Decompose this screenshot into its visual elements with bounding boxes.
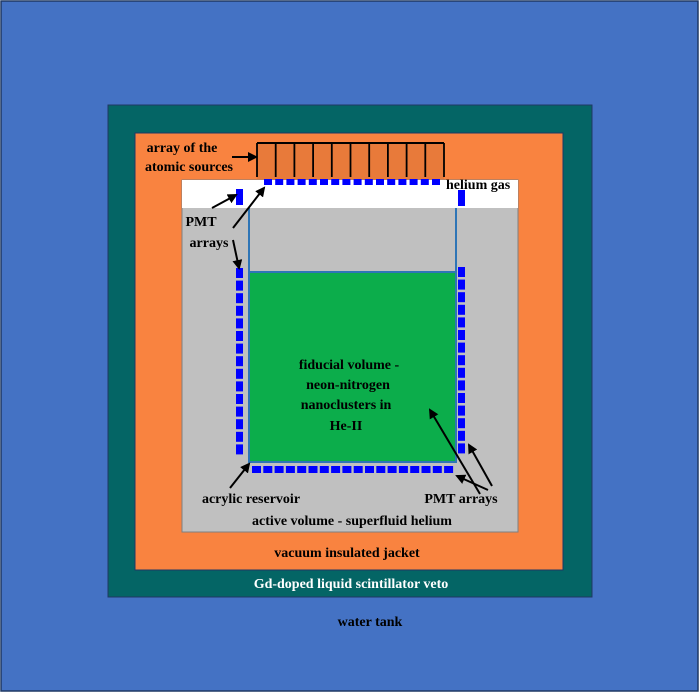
pmt-module	[376, 179, 384, 185]
label-fiducial-line2: neon-nitrogen	[306, 378, 390, 393]
pmt-module	[458, 279, 465, 290]
pmt-module	[264, 179, 272, 185]
pmt-module	[236, 356, 243, 367]
label-reservoir: acrylic reservoir	[202, 492, 300, 507]
pmt-module	[236, 305, 243, 316]
pmt-module	[236, 368, 243, 379]
pmt-module	[236, 343, 243, 354]
pmt-single-right	[458, 190, 465, 206]
pmt-array-bottom	[252, 466, 454, 473]
pmt-module	[458, 418, 465, 429]
pmt-single-left	[236, 189, 243, 205]
pmt-module	[387, 179, 396, 185]
pmt-module	[236, 431, 243, 442]
pmt-module	[458, 443, 465, 454]
label-water-tank: water tank	[338, 615, 403, 630]
pmt-module	[387, 466, 397, 473]
pmt-module	[458, 330, 465, 340]
pmt-module	[308, 179, 317, 185]
pmt-module	[275, 179, 284, 185]
pmt-array-right	[458, 267, 465, 454]
pmt-module	[342, 179, 351, 185]
pmt-module	[308, 466, 318, 473]
pmt-module	[458, 304, 465, 315]
arrow-pmt-top-3	[232, 239, 243, 270]
pmt-module	[398, 179, 407, 185]
pmt-module	[263, 466, 273, 473]
pmt-array-left	[236, 268, 243, 455]
pmt-module	[398, 466, 408, 473]
pmt-module	[432, 179, 440, 185]
label-fiducial-line1: fiducial volume -	[299, 358, 400, 373]
pmt-module	[319, 466, 329, 473]
pmt-module	[458, 393, 465, 403]
pmt-module	[365, 466, 374, 473]
atomic-sources-array	[256, 142, 445, 179]
pmt-module	[410, 466, 420, 473]
pmt-module	[297, 466, 307, 473]
pmt-module	[353, 466, 363, 473]
pmt-module	[342, 466, 352, 473]
pmt-module	[286, 179, 295, 185]
pmt-module	[236, 444, 243, 455]
pmt-array-top	[264, 179, 440, 185]
pmt-module	[432, 466, 442, 473]
pmt-module	[236, 406, 243, 417]
arrow-pmt-top-2	[232, 186, 266, 229]
arrow-reservoir	[229, 462, 251, 489]
pmt-module	[331, 179, 340, 185]
pmt-module	[458, 380, 465, 391]
pmt-module	[297, 179, 306, 185]
pmt-module	[236, 268, 243, 278]
pmt-module	[331, 466, 341, 473]
pmt-module	[458, 367, 465, 378]
pmt-module	[236, 280, 243, 291]
label-sources-line1: array of the	[147, 141, 218, 156]
pmt-module	[364, 179, 373, 185]
pmt-module	[236, 419, 243, 430]
pmt-module	[236, 318, 243, 329]
fiducial-volume-region	[248, 271, 457, 463]
label-pmt-top-line2: arrays	[190, 236, 229, 251]
pmt-module	[353, 179, 362, 185]
label-active-volume: active volume - superfluid helium	[252, 514, 452, 529]
pmt-module	[458, 430, 465, 441]
label-helium-gas: helium gas	[446, 178, 511, 193]
pmt-module	[444, 466, 454, 473]
pmt-module	[409, 179, 418, 185]
pmt-module	[236, 293, 243, 304]
pmt-module	[458, 405, 465, 416]
pmt-module	[236, 381, 243, 392]
label-fiducial-line3: nanoclusters in	[301, 398, 392, 413]
arrow-pmt-bottom-3	[428, 408, 481, 495]
pmt-module	[458, 342, 465, 353]
pmt-module	[236, 394, 243, 404]
label-fiducial-line4: He-II	[330, 419, 363, 434]
pmt-module	[274, 466, 284, 473]
arrow-pmt-top-1	[211, 194, 238, 209]
arrows	[211, 152, 493, 495]
arrow-pmt-bottom-1	[468, 443, 493, 487]
pmt-module	[252, 466, 261, 473]
pmt-module	[320, 179, 328, 185]
label-jacket: vacuum insulated jacket	[274, 546, 420, 561]
pmt-module	[458, 317, 465, 328]
pmt-module	[458, 267, 465, 277]
pmt-module	[236, 331, 243, 341]
pmt-module	[458, 355, 465, 366]
pmt-module	[421, 466, 431, 473]
pmt-module	[285, 466, 295, 473]
label-sources-line2: atomic sources	[145, 160, 234, 175]
label-pmt-bottom: PMT arrays	[424, 492, 498, 507]
pmt-module	[376, 466, 386, 473]
pmt-module	[420, 179, 429, 185]
label-pmt-top-line1: PMT	[185, 215, 217, 230]
label-veto: Gd-doped liquid scintillator veto	[254, 577, 449, 592]
pmt-module	[458, 292, 465, 303]
